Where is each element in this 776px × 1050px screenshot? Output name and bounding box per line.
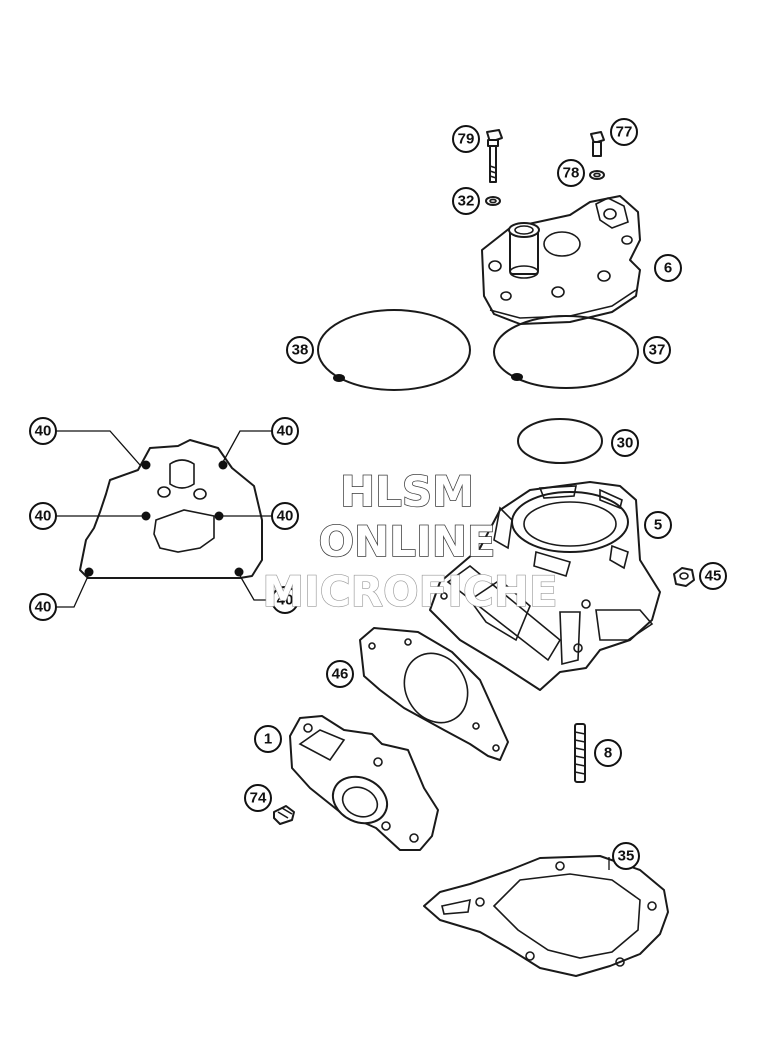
screw-74 bbox=[273, 805, 295, 825]
callout-40-top-right: 40 bbox=[271, 417, 299, 445]
callout-label: 40 bbox=[35, 599, 52, 616]
watermark-line-2: ONLINE bbox=[318, 517, 495, 566]
callout-40-top-left: 40 bbox=[29, 417, 57, 445]
watermark-line-1: HLSM bbox=[340, 467, 474, 516]
watermark: HLSM ONLINE MICROFICHE bbox=[262, 466, 559, 616]
callout-label: 30 bbox=[617, 435, 634, 452]
callout-label: 40 bbox=[277, 423, 294, 440]
washer-32 bbox=[485, 196, 501, 206]
callout-label: 40 bbox=[277, 508, 294, 525]
callout-8: 8 bbox=[594, 739, 622, 767]
o-ring-37 bbox=[493, 315, 639, 389]
callout-45: 45 bbox=[699, 562, 727, 590]
intake-flange-1 bbox=[289, 715, 439, 851]
callout-46: 46 bbox=[326, 660, 354, 688]
callout-label: 1 bbox=[264, 731, 272, 748]
washer-78 bbox=[589, 170, 605, 180]
nut-45 bbox=[673, 567, 695, 587]
callout-78: 78 bbox=[557, 159, 585, 187]
callout-79: 79 bbox=[452, 125, 480, 153]
callout-40-bottom-right: 40 bbox=[271, 586, 299, 614]
stud-8 bbox=[574, 723, 586, 783]
cylinder-5 bbox=[429, 481, 661, 691]
callout-74: 74 bbox=[244, 784, 272, 812]
callout-6: 6 bbox=[654, 254, 682, 282]
callout-label: 46 bbox=[332, 666, 349, 683]
o-ring-30 bbox=[517, 418, 603, 464]
base-gasket-35 bbox=[423, 855, 669, 977]
callout-label: 40 bbox=[35, 508, 52, 525]
gasket-hole-detail bbox=[79, 439, 263, 579]
callout-label: 79 bbox=[458, 131, 475, 148]
callout-label: 74 bbox=[250, 790, 267, 807]
gasket-46 bbox=[359, 627, 509, 761]
cylinder-head-6 bbox=[481, 195, 641, 325]
callout-label: 8 bbox=[604, 745, 612, 762]
callout-35: 35 bbox=[612, 842, 640, 870]
callout-label: 32 bbox=[458, 193, 475, 210]
callout-38: 38 bbox=[286, 336, 314, 364]
o-ring-38 bbox=[317, 309, 471, 391]
callout-label: 35 bbox=[618, 848, 635, 865]
callout-40-mid-right: 40 bbox=[271, 502, 299, 530]
callout-label: 77 bbox=[616, 124, 633, 141]
callout-label: 38 bbox=[292, 342, 309, 359]
callout-40-mid-left: 40 bbox=[29, 502, 57, 530]
callout-1: 1 bbox=[254, 725, 282, 753]
callout-37: 37 bbox=[643, 336, 671, 364]
callout-30: 30 bbox=[611, 429, 639, 457]
bolt-77 bbox=[590, 131, 605, 157]
callout-label: 40 bbox=[277, 592, 294, 609]
watermark-line-3: MICROFICHE bbox=[262, 567, 557, 616]
bolt-79 bbox=[486, 129, 503, 183]
callout-label: 45 bbox=[705, 568, 722, 585]
callout-label: 37 bbox=[649, 342, 666, 359]
callout-32: 32 bbox=[452, 187, 480, 215]
callout-label: 6 bbox=[664, 260, 672, 277]
leader-lines bbox=[55, 430, 610, 870]
callout-5: 5 bbox=[644, 511, 672, 539]
callout-label: 40 bbox=[35, 423, 52, 440]
callout-77: 77 bbox=[610, 118, 638, 146]
callout-40-bottom-left: 40 bbox=[29, 593, 57, 621]
callout-label: 5 bbox=[654, 517, 662, 534]
callout-label: 78 bbox=[563, 165, 580, 182]
